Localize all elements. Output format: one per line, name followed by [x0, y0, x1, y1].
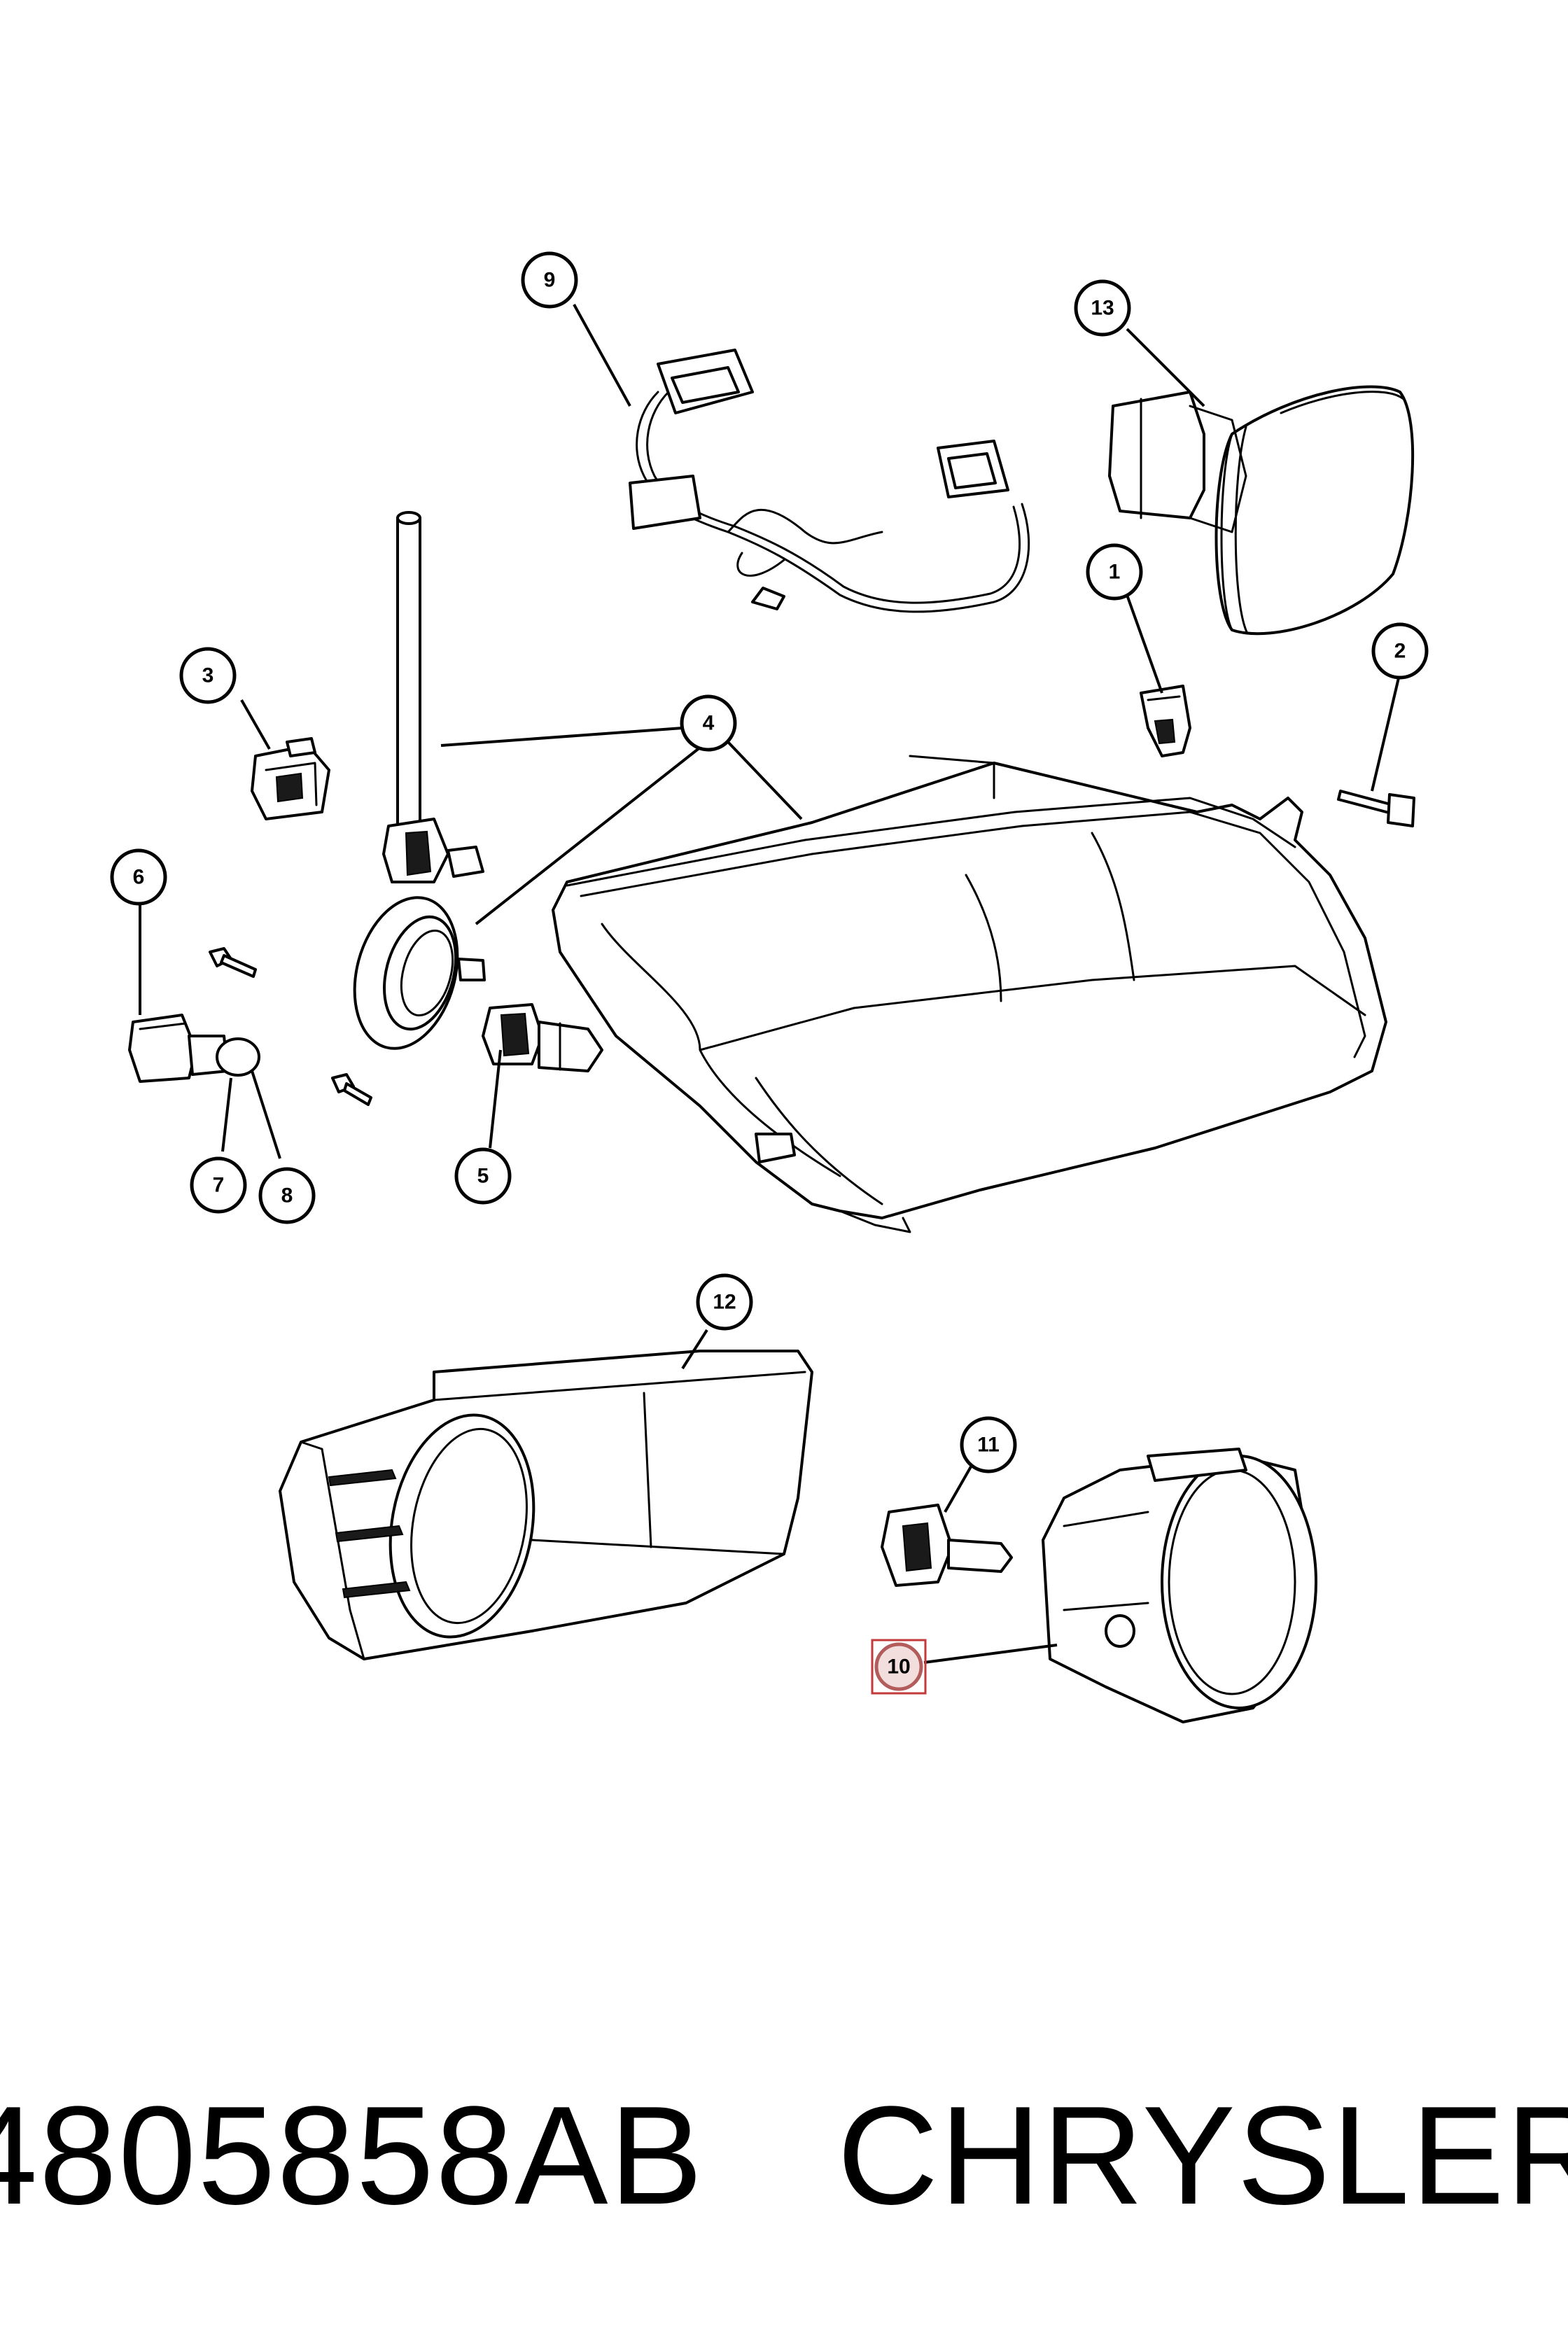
screw [1337, 790, 1415, 827]
clip [1140, 685, 1191, 757]
callout-4: 4 [680, 694, 737, 752]
callout-6: 6 [110, 848, 167, 906]
leader-line-5 [489, 1049, 502, 1149]
callout-10-highlight-box [871, 1639, 927, 1695]
side-marker-lamp [1108, 385, 1415, 636]
callout-8: 8 [258, 1167, 316, 1224]
callout-9: 9 [521, 251, 578, 309]
callout-12-label: 12 [713, 1291, 736, 1314]
callout-13-label: 13 [1091, 297, 1114, 320]
leader-line-10 [923, 1644, 1058, 1664]
fog-lamp [1042, 1448, 1317, 1723]
part-number: 4805858AB [0, 2078, 704, 2234]
leader-line-4c [727, 741, 803, 820]
callout-8-label: 8 [281, 1184, 293, 1208]
callout-5: 5 [454, 1147, 512, 1205]
leader-line-9 [573, 304, 631, 407]
leader-line-4b [475, 741, 708, 925]
leader-line-7 [221, 1077, 232, 1152]
leader-line-13 [1126, 328, 1205, 407]
callout-3: 3 [179, 647, 237, 704]
callout-7: 7 [190, 1156, 247, 1214]
callout-2-label: 2 [1394, 640, 1406, 663]
callout-9-label: 9 [544, 269, 556, 292]
leader-line-2 [1371, 671, 1401, 792]
callout-5-label: 5 [477, 1165, 489, 1188]
leader-line-8 [251, 1070, 281, 1159]
callout-10-label: 10 [887, 1656, 910, 1679]
socket-and-bulb [128, 1014, 260, 1083]
callout-6-label: 6 [133, 866, 145, 889]
callout-3-label: 3 [202, 664, 214, 687]
leader-line-11 [944, 1462, 974, 1513]
leader-lines [139, 304, 1401, 1664]
callout-7-label: 7 [213, 1174, 225, 1197]
leader-line-3 [240, 699, 271, 750]
headlamp-bulb [482, 1003, 603, 1072]
bulb-socket-tube [382, 511, 484, 883]
seal-ring [353, 896, 486, 1050]
callout-4-label: 4 [703, 712, 715, 735]
callout-1: 1 [1086, 543, 1143, 601]
wiring-harness [629, 349, 1030, 613]
callout-11: 11 [960, 1416, 1017, 1474]
small-screws [209, 947, 372, 1106]
callout-10: 10 [871, 1639, 927, 1695]
headlamp-assembly [552, 755, 1387, 1233]
fog-bulb [881, 1504, 1013, 1587]
fog-lamp-bezel [279, 1350, 813, 1660]
caption: 4805858AB CHRYSLER [0, 2079, 1568, 2233]
brand-name: CHRYSLER [836, 2078, 1568, 2234]
leader-line-4a [440, 727, 683, 747]
callout-12: 12 [696, 1273, 753, 1331]
leader-line-1 [1126, 594, 1163, 694]
callout-2: 2 [1371, 622, 1429, 680]
callout-13: 13 [1074, 279, 1131, 337]
callout-1-label: 1 [1109, 561, 1121, 584]
connector [251, 737, 330, 820]
leader-line-12 [681, 1329, 708, 1370]
callout-11-label: 11 [977, 1434, 1000, 1457]
